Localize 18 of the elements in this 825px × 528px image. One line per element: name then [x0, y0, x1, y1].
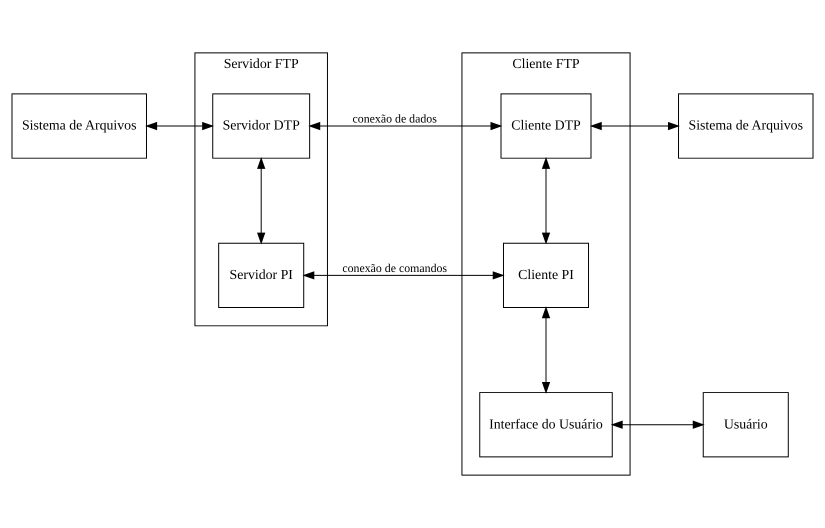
- node-box: Servidor PI: [218, 242, 304, 308]
- node-box: Cliente DTP: [500, 93, 592, 159]
- arrow: [257, 156, 266, 244]
- node-box: Usuário: [702, 392, 789, 458]
- arrow: [542, 156, 550, 244]
- edge-label: conexão de dados: [352, 112, 437, 126]
- arrow: [145, 122, 214, 130]
- edge-label: conexão de comandos: [342, 261, 448, 276]
- node-box: Sistema de Arquivos: [678, 93, 814, 159]
- arrow: [308, 122, 502, 130]
- arrow: [542, 306, 550, 394]
- node-box: Servidor DTP: [212, 93, 310, 159]
- node-box: Sistema de Arquivos: [12, 93, 147, 159]
- arrow: [590, 122, 680, 130]
- arrow: [610, 420, 705, 429]
- node-box: Interface do Usuário: [479, 392, 613, 458]
- node-box: Cliente PI: [502, 242, 590, 308]
- arrow: [302, 271, 505, 280]
